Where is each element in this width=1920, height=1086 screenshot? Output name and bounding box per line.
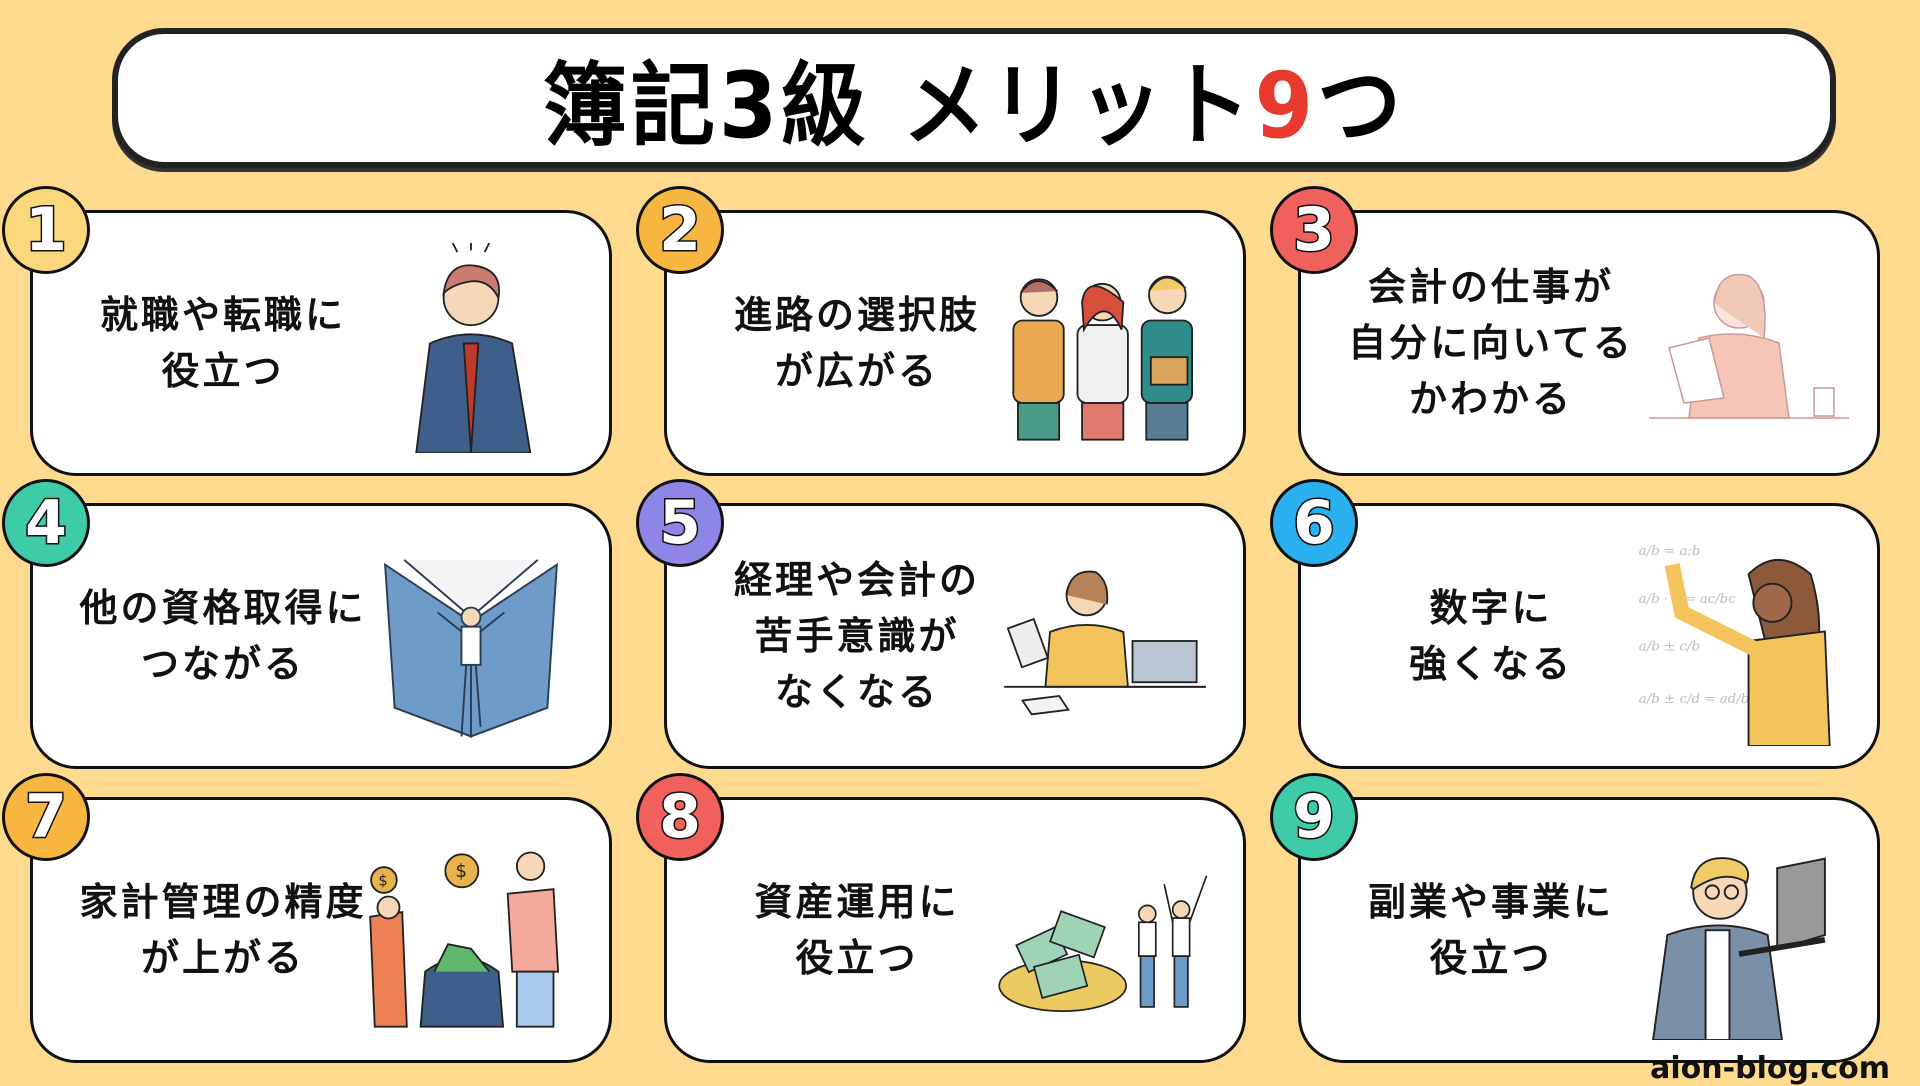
number-badge-7: 7 <box>2 773 90 861</box>
merit-text: 副業や事業に役立つ <box>1321 800 1661 1060</box>
merit-text: 進路の選択肢が広がる <box>687 213 1027 473</box>
number-badge-9: 9 <box>1270 773 1358 861</box>
woman-writing-math-on-board-illustration: a/b = a:b a/b · c = ac/bc a/b ± c/b a/b ± c… <box>1629 536 1849 747</box>
merit-text-line: 強くなる <box>1408 642 1573 686</box>
merit-text-line: 就職や転職に <box>99 293 346 337</box>
number-badge-1: 1 <box>2 186 90 274</box>
merit-text-line: 資産運用に <box>754 880 960 924</box>
merit-card-3: 会計の仕事が自分に向いてるかわかる <box>1298 210 1880 476</box>
woman-reading-document-illustration <box>1629 243 1849 453</box>
merit-text-line: 経理や会計の <box>733 558 980 602</box>
number-badge-3: 3 <box>1270 186 1358 274</box>
merit-card-5: 経理や会計の苦手意識がなくなる <box>664 503 1246 769</box>
man-with-laptop-illustration <box>1629 830 1849 1041</box>
merit-text-line: 他の資格取得に <box>79 586 367 630</box>
svg-text:a/b · c = ac/bc: a/b · c = ac/bc <box>1639 592 1736 607</box>
title-number: 9 <box>1254 52 1318 158</box>
merit-text-line: 自分に向いてる <box>1348 321 1634 365</box>
merit-text: 資産運用に役立つ <box>687 800 1027 1060</box>
number-badge-4: 4 <box>2 479 90 567</box>
merit-text-line: 役立つ <box>1429 936 1553 980</box>
merit-text-line: 進路の選択肢 <box>733 293 980 337</box>
merit-text: 就職や転職に役立つ <box>53 213 393 473</box>
merit-text-line: 苦手意識が <box>754 614 960 658</box>
merit-text-line: 会計の仕事が <box>1367 265 1614 309</box>
svg-text:$: $ <box>455 861 467 882</box>
merit-text: 会計の仕事が自分に向いてるかわかる <box>1321 213 1661 473</box>
three-students-with-books-illustration <box>995 243 1215 453</box>
merit-card-7: 家計管理の精度が上がる$$ <box>30 797 612 1063</box>
money-pile-and-cheering-couple-illustration <box>995 830 1215 1040</box>
merit-text-line: かわかる <box>1408 377 1573 421</box>
person-flying-with-book-illustration <box>361 536 581 746</box>
watermark: aion-blog.com <box>1650 1051 1890 1086</box>
number-badge-8: 8 <box>636 773 724 861</box>
merit-card-9: 副業や事業に役立つ <box>1298 797 1880 1063</box>
merit-text-line: が広がる <box>774 349 939 393</box>
svg-text:$: $ <box>378 873 387 890</box>
businessman-adjusting-tie-illustration <box>361 241 581 454</box>
merit-text-line: 数字に <box>1429 586 1553 630</box>
family-with-coins-and-money-illustration: $$ <box>361 830 581 1040</box>
woman-with-laptop-headset-illustration <box>995 536 1215 746</box>
merit-text-line: 副業や事業に <box>1367 880 1614 924</box>
merit-card-2: 進路の選択肢が広がる <box>664 210 1246 476</box>
merit-text: 家計管理の精度が上がる <box>53 800 393 1060</box>
merit-text-line: なくなる <box>774 670 939 714</box>
merit-text-line: 役立つ <box>161 349 285 393</box>
merit-card-8: 資産運用に役立つ <box>664 797 1246 1063</box>
title-banner: 簿記3級 メリット9つ <box>112 28 1836 168</box>
merit-text-line: つながる <box>140 642 305 686</box>
merit-text: 経理や会計の苦手意識がなくなる <box>687 506 1027 766</box>
number-badge-6: 6 <box>1270 479 1358 567</box>
merit-card-1: 就職や転職に役立つ <box>30 210 612 476</box>
merit-text-line: 役立つ <box>795 936 919 980</box>
merit-text: 数字に強くなる <box>1321 506 1661 766</box>
svg-text:a/b ± c/d = ad/bd: a/b ± c/d = ad/bd <box>1639 692 1758 707</box>
title-suffix: つ <box>1317 52 1406 158</box>
merit-text: 他の資格取得につながる <box>53 506 393 766</box>
svg-text:a/b = a:b: a/b = a:b <box>1639 544 1701 559</box>
number-badge-5: 5 <box>636 479 724 567</box>
merit-card-4: 他の資格取得につながる <box>30 503 612 769</box>
title-main: 簿記3級 メリット <box>542 52 1255 158</box>
merit-text-line: 家計管理の精度 <box>79 880 367 924</box>
number-badge-2: 2 <box>636 186 724 274</box>
merit-text-line: が上がる <box>140 936 305 980</box>
svg-text:a/b ± c/b: a/b ± c/b <box>1639 640 1700 655</box>
page-title: 簿記3級 メリット9つ <box>543 33 1405 164</box>
